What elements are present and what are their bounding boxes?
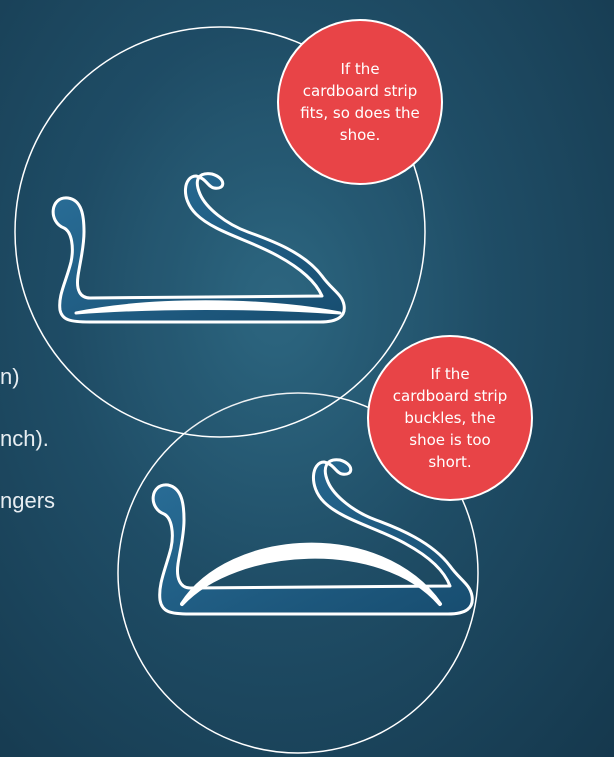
callout-strip-buckles-text: If the cardboard strip buckles, the shoe…: [390, 363, 510, 473]
callout-strip-buckles: If the cardboard strip buckles, the shoe…: [367, 335, 533, 501]
callout-strip-fits-text: If the cardboard strip fits, so does the…: [300, 58, 420, 146]
callout-strip-fits: If the cardboard strip fits, so does the…: [277, 19, 443, 185]
